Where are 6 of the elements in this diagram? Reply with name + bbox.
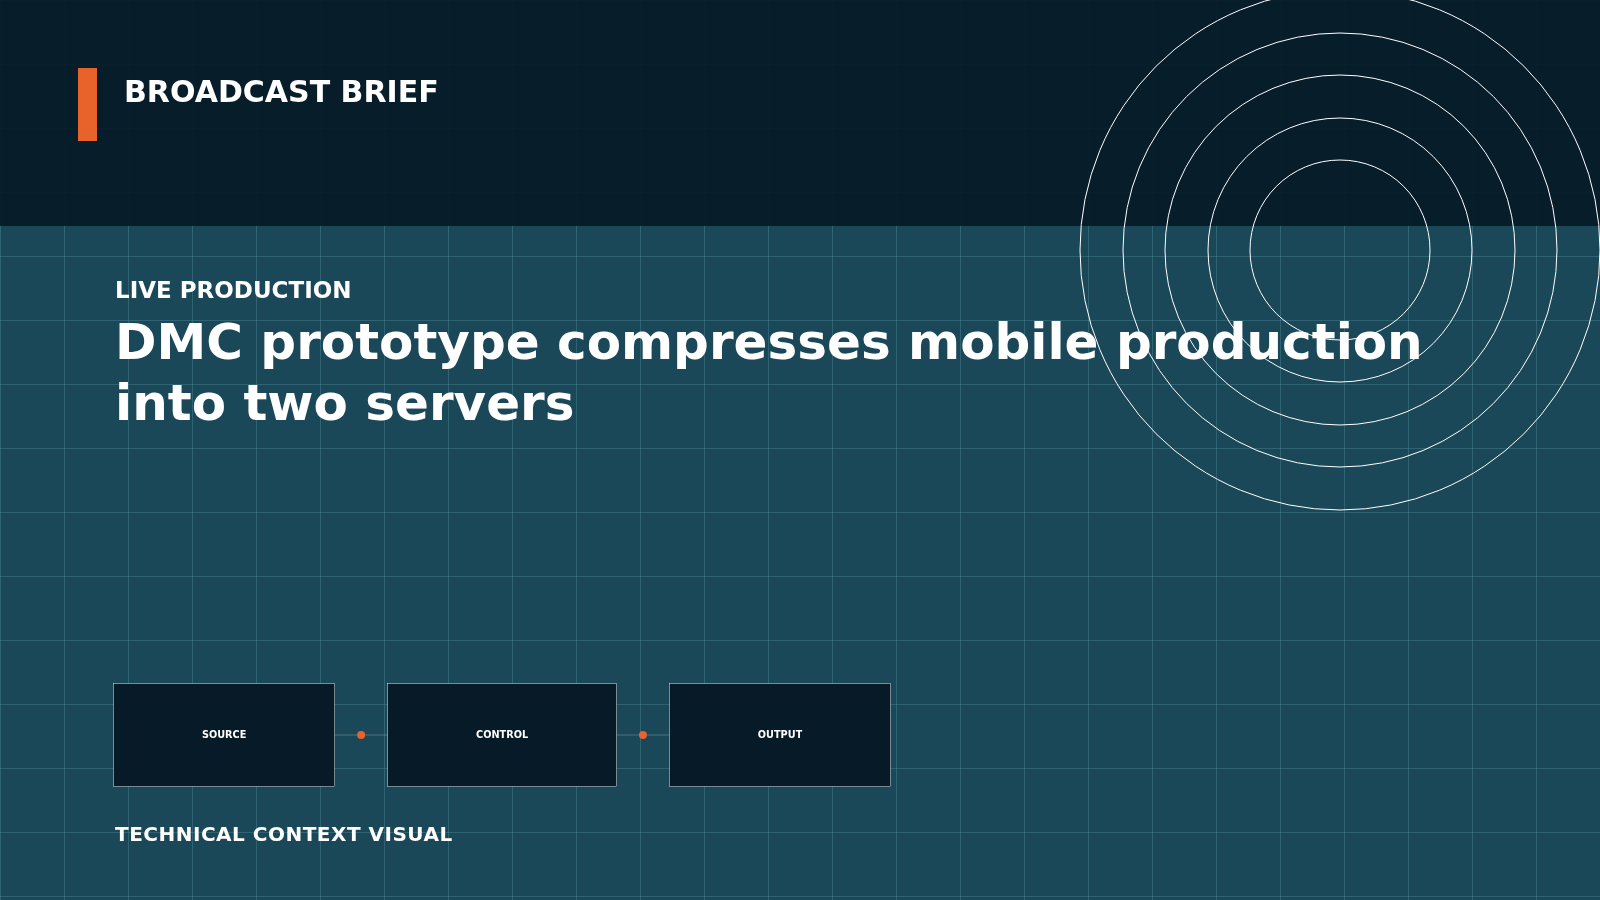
node-box: CONTROL <box>387 683 617 787</box>
footer-label: TECHNICAL CONTEXT VISUAL <box>115 822 453 846</box>
section-label: BROADCAST BRIEF <box>124 74 439 109</box>
node-box: SOURCE <box>113 683 335 787</box>
category-label: LIVE PRODUCTION <box>115 277 352 303</box>
node-box: OUTPUT <box>669 683 891 787</box>
